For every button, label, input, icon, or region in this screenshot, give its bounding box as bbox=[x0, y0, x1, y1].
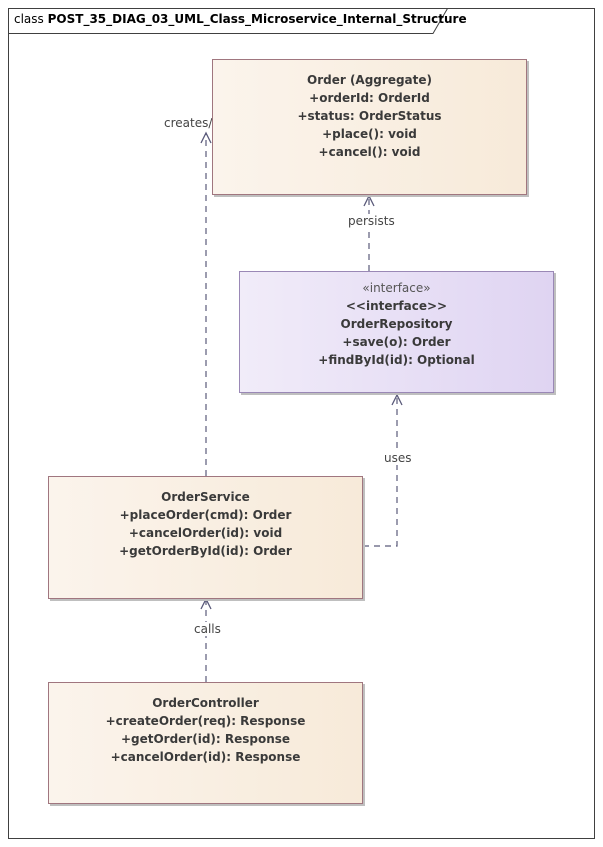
class-order-controller[interactable]: OrderController +createOrder(req): Respo… bbox=[48, 682, 363, 804]
class-name: Order (Aggregate) bbox=[307, 73, 432, 87]
class-operation: +cancelOrder(id): Response bbox=[110, 750, 301, 764]
diagram-frame bbox=[8, 8, 595, 839]
interface-order-repository[interactable]: «interface» <<interface>> OrderRepositor… bbox=[239, 271, 554, 393]
class-operation: +getOrderById(id): Order bbox=[119, 544, 292, 558]
class-name: OrderRepository bbox=[340, 317, 453, 331]
class-attribute: +status: OrderStatus bbox=[297, 109, 442, 123]
class-order-service[interactable]: OrderService +placeOrder(cmd): Order +ca… bbox=[48, 476, 363, 599]
class-operation: +getOrder(id): Response bbox=[120, 732, 291, 746]
uses-label: uses bbox=[384, 451, 412, 465]
persists-label: persists bbox=[348, 214, 395, 228]
creates-updates-arrowhead bbox=[200, 131, 212, 144]
frame-title: class POST_35_DIAG_03_UML_Class_Microser… bbox=[14, 12, 467, 26]
class-name: OrderController bbox=[152, 696, 259, 710]
uses-arrowhead bbox=[391, 393, 403, 406]
class-operation: +save(o): Order bbox=[342, 335, 451, 349]
interface-stereotype-text: <<interface>> bbox=[345, 299, 448, 313]
class-operation: +cancel(): void bbox=[318, 145, 421, 159]
frame-tab-outline bbox=[8, 8, 448, 34]
class-order[interactable]: Order (Aggregate) +orderId: OrderId +sta… bbox=[212, 59, 527, 195]
persists-arrowhead bbox=[363, 194, 375, 207]
frame-name: POST_35_DIAG_03_UML_Class_Microservice_I… bbox=[47, 12, 467, 26]
class-operation: +findById(id): Optional bbox=[318, 353, 475, 367]
class-operation: +cancelOrder(id): void bbox=[128, 526, 283, 540]
uses-connector[interactable] bbox=[363, 396, 398, 547]
class-operation: +place(): void bbox=[322, 127, 417, 141]
class-attribute: +orderId: OrderId bbox=[309, 91, 430, 105]
interface-stereotype: «interface» bbox=[362, 281, 431, 295]
class-operation: +placeOrder(cmd): Order bbox=[119, 508, 292, 522]
class-operation: +createOrder(req): Response bbox=[105, 714, 306, 728]
calls-label: calls bbox=[194, 622, 221, 636]
class-name: OrderService bbox=[161, 490, 250, 504]
calls-arrowhead bbox=[200, 597, 212, 610]
frame-kind: class bbox=[14, 12, 44, 26]
